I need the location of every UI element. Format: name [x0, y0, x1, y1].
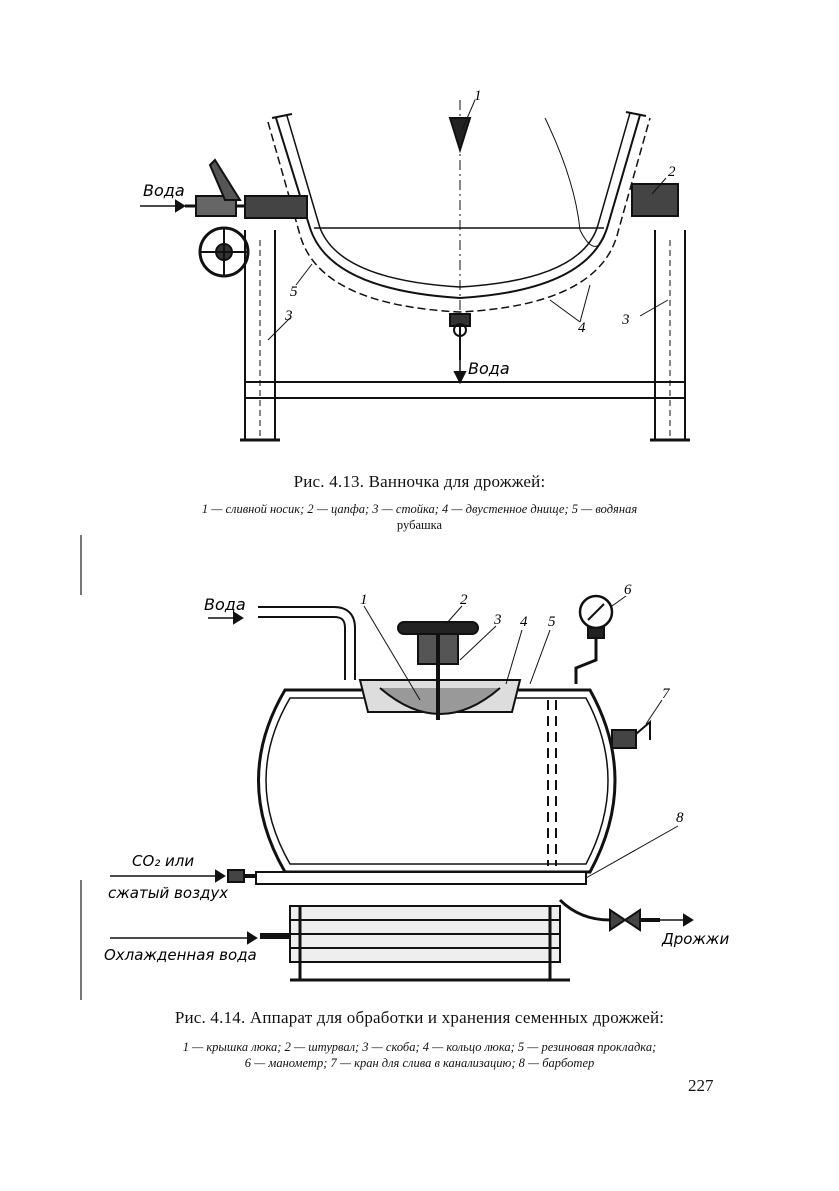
- margin-mark-top: [80, 535, 82, 595]
- fig-4-13-caption: Рис. 4.13. Ванночка для дрожжей:: [293, 472, 546, 491]
- fig1-label-1: 1: [474, 88, 482, 104]
- fig1-label-4: 4: [578, 320, 586, 336]
- fig2-label-6: 6: [624, 582, 632, 598]
- fig1-label-2: 2: [668, 164, 676, 180]
- sparger: [255, 871, 587, 885]
- drain-valve: [611, 729, 637, 749]
- page-number: 227: [688, 1076, 714, 1095]
- fig2-air-label: сжатый воздух: [108, 884, 228, 902]
- fig2-label-1: 1: [360, 592, 368, 608]
- fig-4-13-legend-line1: 1 — сливной носик; 2 — цапфа; 3 — стойка…: [201, 502, 638, 516]
- fig-4-14-legend-line1: 1 — крышка люка; 2 — штурвал; 3 — скоба;…: [182, 1040, 657, 1054]
- fig2-label-4: 4: [520, 614, 528, 630]
- fig-4-14-caption: Рис. 4.14. Аппарат для обработки и хране…: [174, 1008, 665, 1027]
- fig2-label-5: 5: [548, 614, 556, 630]
- trunnion-right: [631, 183, 679, 217]
- fig1-label-5: 5: [290, 284, 298, 300]
- outlet-valve: [609, 908, 641, 932]
- drain-spout: [448, 117, 472, 154]
- fig2-co2-label: CO₂ или: [132, 852, 194, 870]
- fig1-water-in-label: Вода: [143, 181, 185, 200]
- fig-4-14-legend-line2: 6 — манометр; 7 — кран для слива в канал…: [244, 1056, 595, 1070]
- fig2-yeast-label: Дрожжи: [661, 930, 729, 948]
- fig2-label-3: 3: [493, 612, 502, 628]
- margin-mark-bottom: [80, 880, 82, 1000]
- vessel-outer-wall: [275, 114, 641, 300]
- fig-4-13-drawing: Вода Вода 1 2 3 3 4 5: [140, 88, 690, 442]
- fig1-water-out-label: Вода: [468, 359, 510, 378]
- fig2-cooling-label: Охлажденная вода: [104, 946, 257, 964]
- fig-4-13-legend-line2: рубашка: [396, 518, 443, 532]
- fig1-label-3-right: 3: [621, 312, 630, 328]
- fig2-label-7: 7: [662, 686, 671, 702]
- tank-shell: [257, 688, 617, 874]
- fig1-label-3-left: 3: [284, 308, 293, 324]
- fig2-label-2: 2: [460, 592, 468, 608]
- tank-handwheel: [397, 621, 479, 635]
- water-jacket: [267, 117, 651, 313]
- water-inlet-pipe: [258, 606, 356, 680]
- fig2-label-8: 8: [676, 810, 684, 826]
- fig-4-14-drawing: Вода CO₂ или сжатый воздух Охлажденная в…: [104, 582, 729, 982]
- fig2-water-label: Вода: [204, 595, 246, 614]
